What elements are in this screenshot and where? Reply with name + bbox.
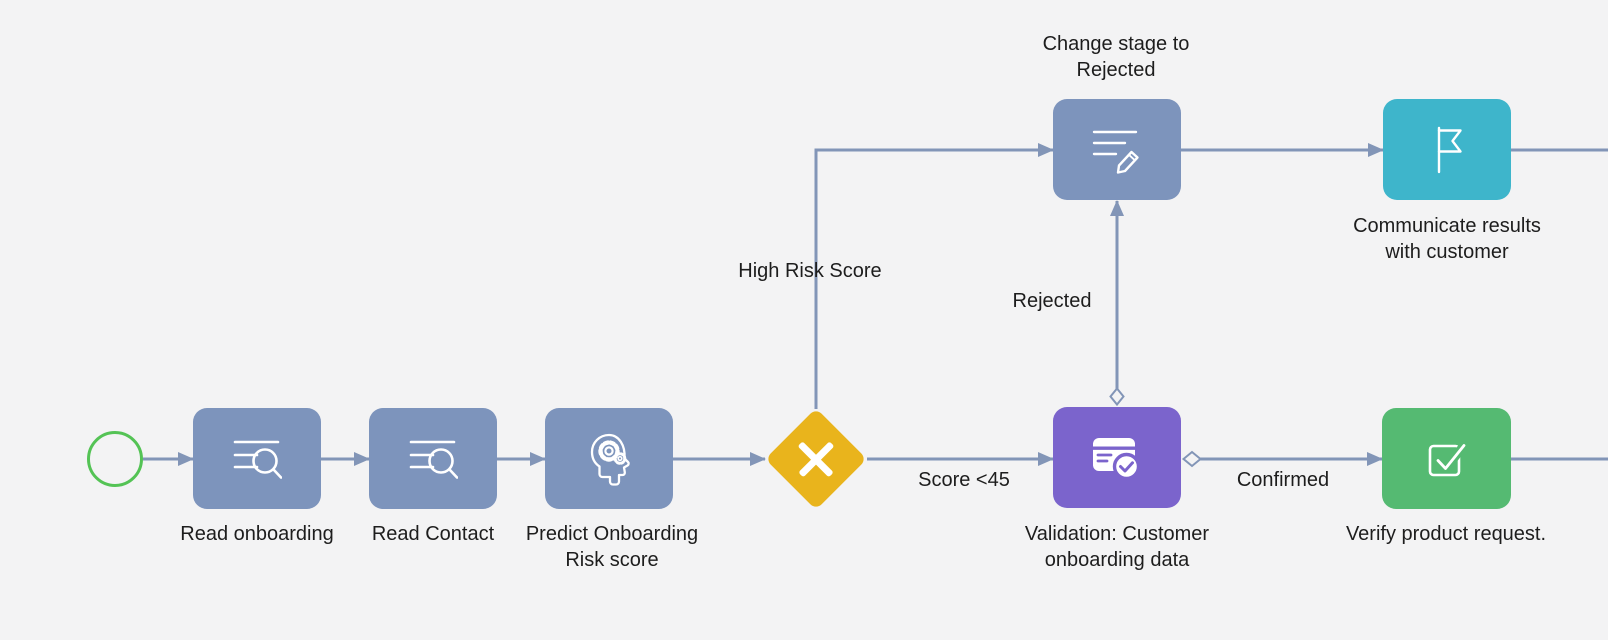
flag-icon [1437,126,1462,173]
validation-check-icon [1093,437,1141,480]
condition-source-diamond-rejected [1109,386,1125,407]
node-change-stage-rejected[interactable] [1053,99,1181,200]
modify-data-icon [1092,130,1139,174]
checkbox-icon [1428,440,1468,476]
node-communicate-results[interactable] [1383,99,1511,200]
read-data-icon [233,440,282,479]
node-change-stage-rejected-label: Change stage to Rejected [1042,33,1190,81]
edge-label-confirmed: Confirmed [1236,469,1330,491]
node-read-contact-label: Read Contact [371,523,495,545]
edge-gateway-to-change-stage-high-risk[interactable] [814,143,1054,409]
ml-prediction-icon [590,433,630,486]
node-validation-onboarding-data[interactable] [1053,407,1181,508]
node-read-contact[interactable] [369,408,497,509]
edge-label-score-lt-45: Score <45 [918,469,1010,491]
node-read-onboarding-label: Read onboarding [180,523,334,545]
node-read-onboarding[interactable] [193,408,321,509]
edge-label-rejected: Rejected [1012,290,1092,312]
start-event[interactable] [87,431,143,487]
node-verify-product-request[interactable] [1382,408,1511,509]
edge-label-high-risk-score: High Risk Score [738,260,882,282]
read-data-icon [409,440,458,479]
node-communicate-results-label: Communicate results with customer [1353,215,1541,263]
node-predict-risk-score[interactable] [545,408,673,509]
node-validation-onboarding-data-label: Validation: Customer onboarding data [1024,523,1210,571]
condition-source-diamond-confirmed [1181,450,1203,468]
node-predict-risk-score-label: Predict Onboarding Risk score [525,523,699,571]
node-verify-product-request-label: Verify product request. [1345,523,1547,545]
